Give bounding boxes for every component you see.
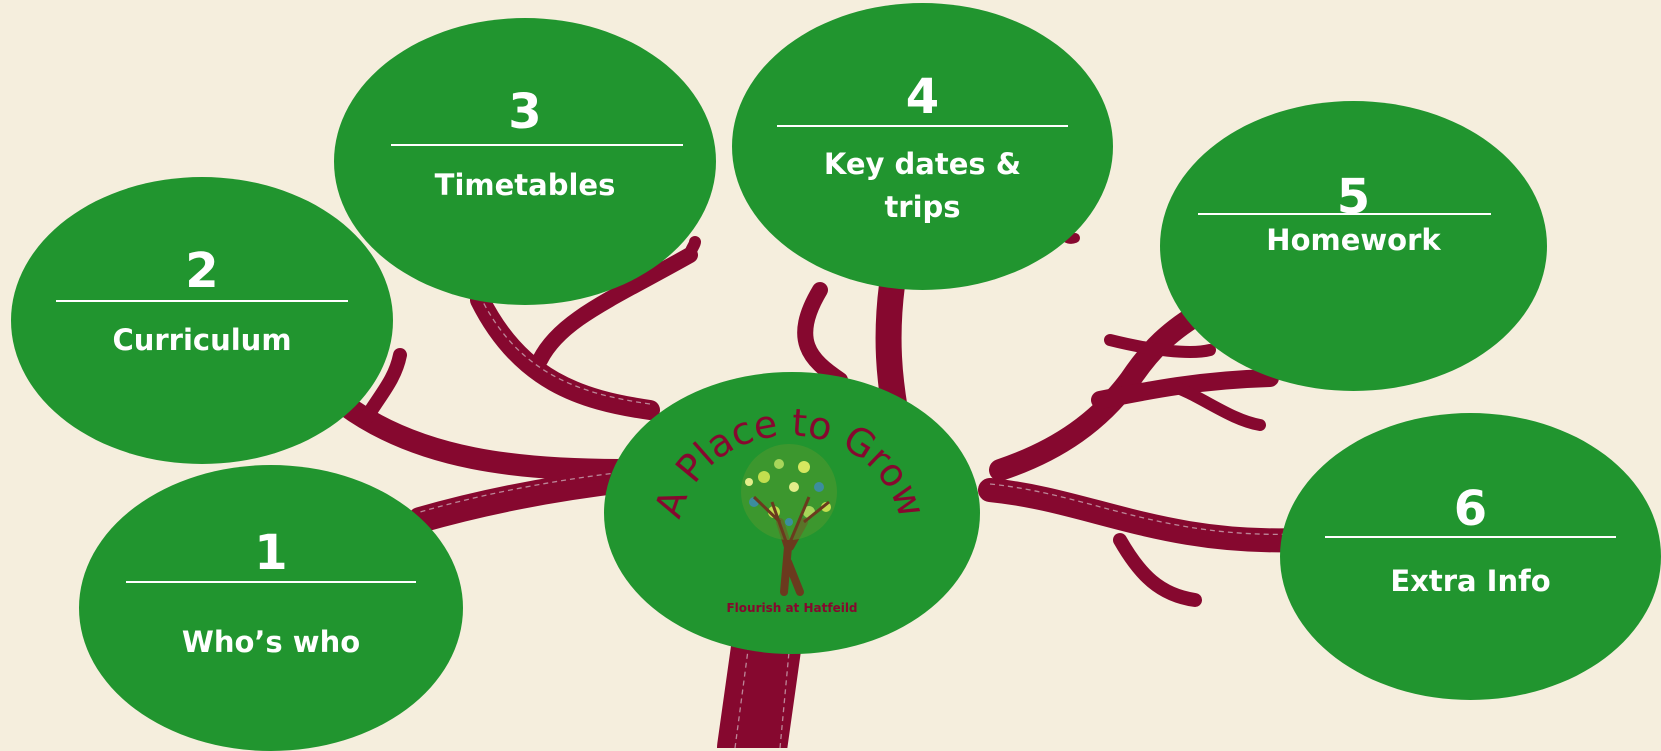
divider-line xyxy=(1325,536,1616,538)
logo-subtitle: Flourish at Hatfeild xyxy=(726,601,858,615)
bubble-extra-info[interactable]: 6 Extra Info xyxy=(1280,413,1661,700)
divider-line xyxy=(391,144,683,146)
divider-line xyxy=(1198,213,1491,215)
logo-graphic: A Place to Grow xyxy=(646,400,934,596)
bubble-label: Key dates & xyxy=(823,147,1022,181)
bubble-number: 2 xyxy=(185,243,219,299)
divider-line xyxy=(777,125,1068,127)
bubble-label-line2: trips xyxy=(884,190,961,224)
bubble-label: Extra Info xyxy=(1390,564,1551,598)
bubble-label: Timetables xyxy=(434,168,616,202)
bubble-key-dates-trips[interactable]: 4 Key dates & trips xyxy=(732,3,1113,290)
bubble-label: Who’s who xyxy=(181,625,361,659)
bubble-number: 4 xyxy=(905,69,940,125)
center-logo[interactable]: A Place to Grow xyxy=(604,372,980,654)
bubble-label: Curriculum xyxy=(112,323,292,357)
bubble-number: 6 xyxy=(1453,481,1488,537)
bubble-number: 3 xyxy=(508,84,542,140)
bubble-curriculum[interactable]: 2 Curriculum xyxy=(11,177,393,464)
bubble-number: 1 xyxy=(254,525,288,581)
divider-line xyxy=(126,581,416,583)
bubble-timetables[interactable]: 3 Timetables xyxy=(334,18,716,305)
bubble-whos-who[interactable]: 1 Who’s who xyxy=(79,465,463,751)
tree-icon xyxy=(741,444,837,596)
divider-line xyxy=(56,300,348,302)
bubble-label: Homework xyxy=(1266,223,1441,257)
bubble-homework[interactable]: 5 Homework xyxy=(1160,101,1547,391)
